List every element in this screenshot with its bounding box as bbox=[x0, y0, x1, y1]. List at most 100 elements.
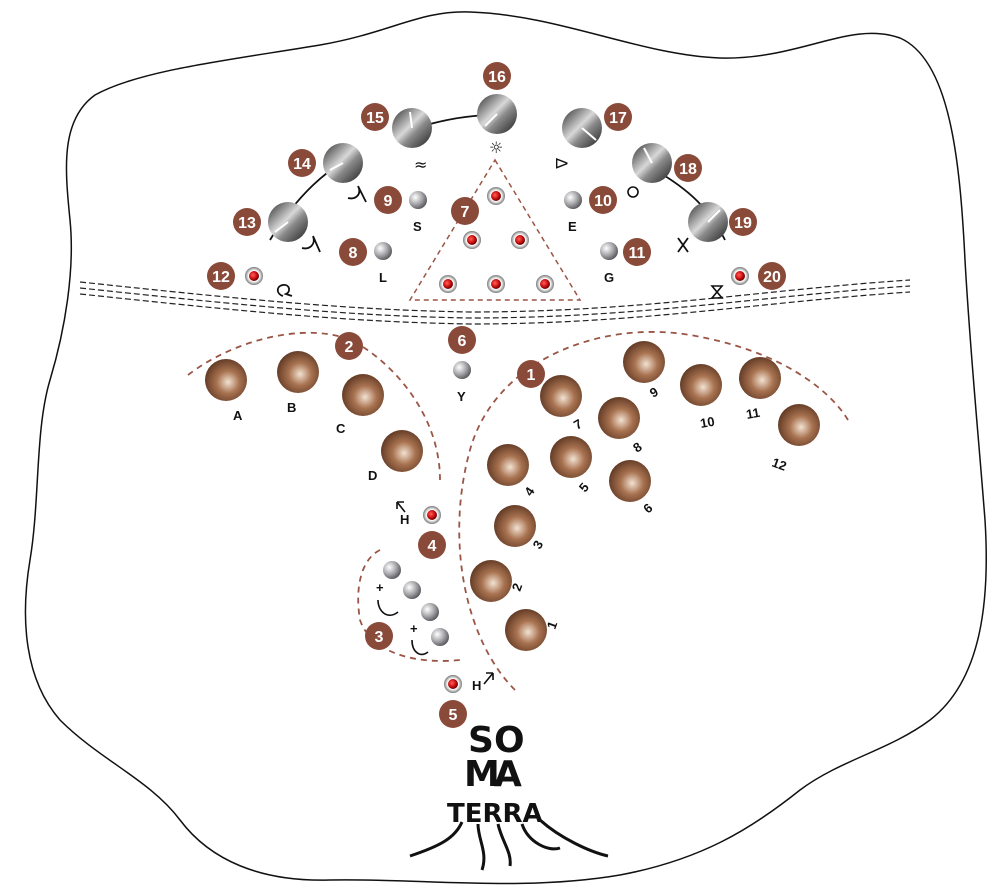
label-plus-2: + bbox=[410, 621, 418, 636]
pad-9[interactable] bbox=[623, 341, 665, 383]
pad-10[interactable] bbox=[680, 364, 722, 406]
pad-8[interactable] bbox=[598, 397, 640, 439]
pad-label-8: 8 bbox=[630, 439, 645, 455]
label-g: G bbox=[604, 270, 614, 285]
pad-label-5: 5 bbox=[576, 480, 592, 495]
swirl-icon-14 bbox=[347, 185, 367, 203]
pad-11[interactable] bbox=[739, 357, 781, 399]
label-plus: + bbox=[376, 580, 384, 595]
x-icon-19 bbox=[677, 237, 689, 253]
knob-13[interactable] bbox=[268, 202, 308, 242]
led-tri-bl bbox=[439, 275, 457, 293]
svg-text:16: 16 bbox=[488, 69, 506, 86]
badge-16: 16 bbox=[483, 62, 511, 90]
mod-arc-1 bbox=[377, 599, 399, 616]
led-tri-ml bbox=[463, 231, 481, 249]
pad-label-3: 3 bbox=[530, 538, 547, 552]
button-mod-4[interactable] bbox=[431, 628, 449, 646]
pad-3[interactable] bbox=[494, 505, 536, 547]
button-y[interactable] bbox=[453, 361, 471, 379]
label-h-bottom: H bbox=[472, 678, 481, 693]
pad-2[interactable] bbox=[470, 560, 512, 602]
knob-14[interactable] bbox=[323, 143, 363, 183]
badge-20: 20 bbox=[758, 262, 786, 290]
button-mod-1[interactable] bbox=[383, 561, 401, 579]
pad-1[interactable] bbox=[505, 609, 547, 651]
pad-label-1: 1 bbox=[544, 619, 561, 631]
led-tri-br bbox=[536, 275, 554, 293]
svg-text:11: 11 bbox=[629, 245, 646, 262]
triangle-outline bbox=[408, 158, 582, 301]
pad-7[interactable] bbox=[540, 375, 582, 417]
label-h-top: H bbox=[400, 512, 409, 527]
led-5 bbox=[444, 675, 462, 693]
badge-5: 5 bbox=[439, 700, 467, 728]
badge-18: 18 bbox=[674, 154, 702, 182]
badge-17: 17 bbox=[604, 103, 632, 131]
pad-5[interactable] bbox=[550, 436, 592, 478]
knob-17[interactable] bbox=[562, 108, 602, 148]
badge-13: 13 bbox=[233, 208, 261, 236]
svg-text:15: 15 bbox=[366, 110, 384, 127]
clock-icon bbox=[627, 186, 639, 198]
button-s[interactable] bbox=[409, 191, 427, 209]
mod-arc-2 bbox=[411, 639, 429, 656]
pads-numbers: 1 2 3 4 5 6 7 8 9 10 11 12 bbox=[470, 341, 820, 651]
pad-label-12: 12 bbox=[770, 455, 789, 474]
button-mod-3[interactable] bbox=[421, 603, 439, 621]
pad-label-a: A bbox=[233, 408, 243, 423]
badge-7: 7 bbox=[451, 197, 479, 225]
pad-label-6: 6 bbox=[640, 500, 655, 516]
pad-12[interactable] bbox=[778, 404, 820, 446]
badge-9: 9 bbox=[374, 186, 402, 214]
logo-letter-o: O bbox=[494, 720, 525, 761]
logo-letter-a: A bbox=[494, 754, 522, 795]
svg-text:8: 8 bbox=[349, 245, 358, 262]
svg-text:20: 20 bbox=[763, 269, 781, 286]
delta-icon: ∆ bbox=[552, 157, 571, 169]
pad-c[interactable] bbox=[342, 374, 384, 416]
leds bbox=[245, 187, 749, 693]
small-labels: S L E G Y H H + + bbox=[376, 219, 614, 693]
button-mod-2[interactable] bbox=[403, 581, 421, 599]
pad-label-4: 4 bbox=[521, 484, 538, 499]
knob-15[interactable] bbox=[392, 108, 432, 148]
divider-dashes bbox=[79, 279, 911, 325]
pads-letters: A B C D bbox=[205, 351, 423, 483]
logo-letter-s: S bbox=[468, 720, 494, 761]
button-e[interactable] bbox=[564, 191, 582, 209]
badge-12: 12 bbox=[207, 262, 235, 290]
pad-d[interactable] bbox=[381, 430, 423, 472]
led-4 bbox=[423, 506, 441, 524]
wave-icon: ≈ bbox=[414, 155, 427, 174]
badge-10: 10 bbox=[589, 186, 617, 214]
badge-19: 19 bbox=[729, 208, 757, 236]
svg-text:3: 3 bbox=[375, 629, 384, 646]
svg-text:1: 1 bbox=[527, 367, 536, 384]
button-g[interactable] bbox=[600, 242, 618, 260]
label-l: L bbox=[379, 270, 387, 285]
badge-6: 6 bbox=[448, 326, 476, 354]
knob-18[interactable] bbox=[632, 143, 672, 183]
pad-label-9: 9 bbox=[647, 384, 661, 401]
pad-label-2: 2 bbox=[509, 581, 526, 593]
knob-19[interactable] bbox=[688, 202, 728, 242]
pad-label-7: 7 bbox=[571, 416, 585, 433]
silver-buttons bbox=[374, 191, 618, 646]
svg-text:19: 19 bbox=[734, 215, 752, 232]
svg-text:13: 13 bbox=[238, 215, 256, 232]
pad-4[interactable] bbox=[487, 444, 529, 486]
pad-6[interactable] bbox=[609, 460, 651, 502]
badge-2: 2 bbox=[335, 332, 363, 360]
svg-text:5: 5 bbox=[449, 707, 458, 724]
led-tri-mr bbox=[511, 231, 529, 249]
pad-a[interactable] bbox=[205, 359, 247, 401]
button-l[interactable] bbox=[374, 242, 392, 260]
pad-b[interactable] bbox=[277, 351, 319, 393]
icons: ≈ ☼ ∆ bbox=[276, 138, 724, 299]
svg-text:12: 12 bbox=[212, 269, 230, 286]
label-e: E bbox=[568, 219, 577, 234]
svg-text:18: 18 bbox=[679, 161, 697, 178]
knob-16[interactable] bbox=[477, 94, 517, 134]
